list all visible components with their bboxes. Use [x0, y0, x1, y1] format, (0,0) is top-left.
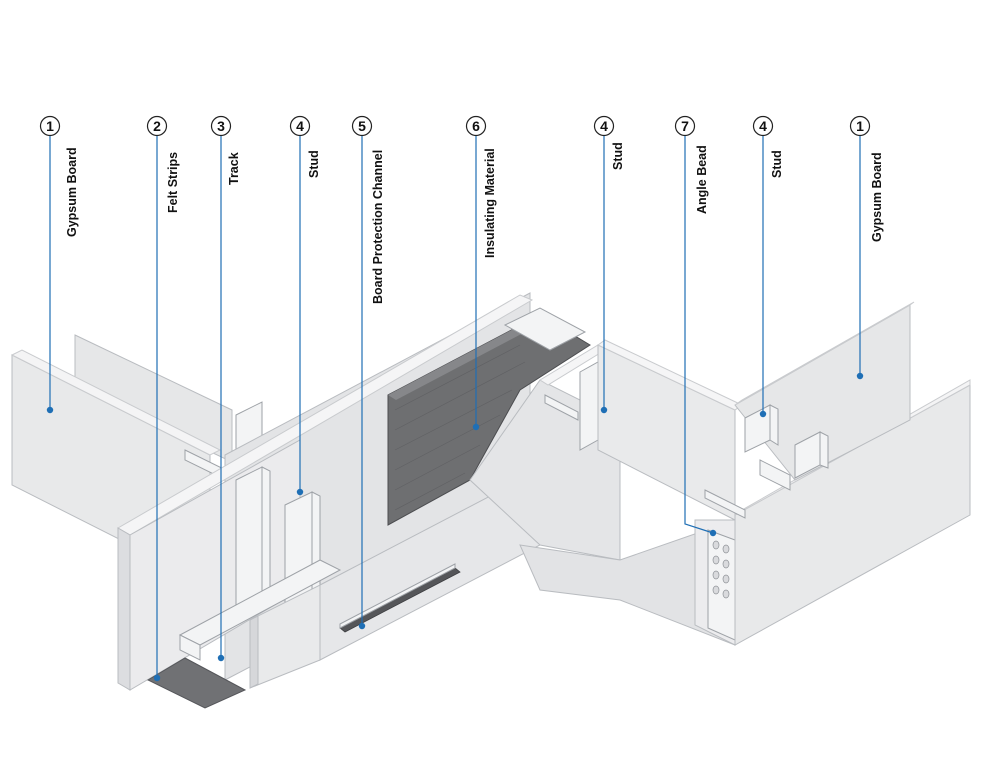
felt-strip [146, 657, 247, 709]
main-wall-front [117, 527, 131, 691]
callout-number: 4 [296, 118, 304, 134]
callout-number: 3 [217, 118, 225, 134]
callout-4-stud-right: 4 Stud [752, 115, 784, 418]
callout-number: 5 [358, 118, 366, 134]
callout-number: 4 [600, 118, 608, 134]
insulation-texture [394, 344, 526, 511]
callout-4-stud-middle: 4 Stud [593, 115, 625, 414]
callout-number: 6 [472, 118, 480, 134]
top-track [503, 307, 587, 351]
track-floor-lip [179, 634, 201, 661]
callout-label: Insulating Material [483, 148, 497, 258]
callouts: 1 Gypsum Board 2 Felt Strips 3 Track 4 S… [39, 115, 884, 682]
callout-label: Stud [770, 150, 784, 178]
callout-number: 2 [153, 118, 161, 134]
gypsum-board-front-lower-side [249, 615, 259, 689]
callout-5-board-protection-channel: 5 Board Protection Channel [351, 115, 385, 630]
callout-number: 7 [681, 118, 689, 134]
insulating-material-top [388, 315, 548, 400]
callout-label: Felt Strips [166, 152, 180, 213]
right-gypsum-board-back-top [734, 301, 915, 406]
callout-number: 1 [856, 118, 864, 134]
callout-4-stud-main: 4 Stud [289, 115, 321, 496]
callout-label: Stud [611, 142, 625, 170]
callout-7-angle-bead: 7 Angle Bead [674, 115, 717, 537]
gypsum-board-left-top [10, 349, 222, 456]
callout-label: Gypsum Board [870, 152, 884, 242]
callout-label: Angle Bead [695, 145, 709, 214]
callout-label: Track [227, 152, 241, 185]
callout-number: 4 [759, 118, 767, 134]
callout-6-insulating-material: 6 Insulating Material [465, 115, 497, 431]
callout-2-felt-strips: 2 Felt Strips [146, 115, 180, 682]
callout-3-track: 3 Track [210, 115, 241, 662]
callout-label: Stud [307, 150, 321, 178]
wall-illustration [10, 292, 971, 709]
callout-number: 1 [46, 118, 54, 134]
callout-1-gypsum-board-right: 1 Gypsum Board [849, 115, 884, 380]
callout-label: Board Protection Channel [371, 150, 385, 304]
callout-1-gypsum-board-left: 1 Gypsum Board [39, 115, 79, 414]
board-protection-channel-lip [339, 563, 456, 629]
callout-label: Gypsum Board [65, 147, 79, 237]
